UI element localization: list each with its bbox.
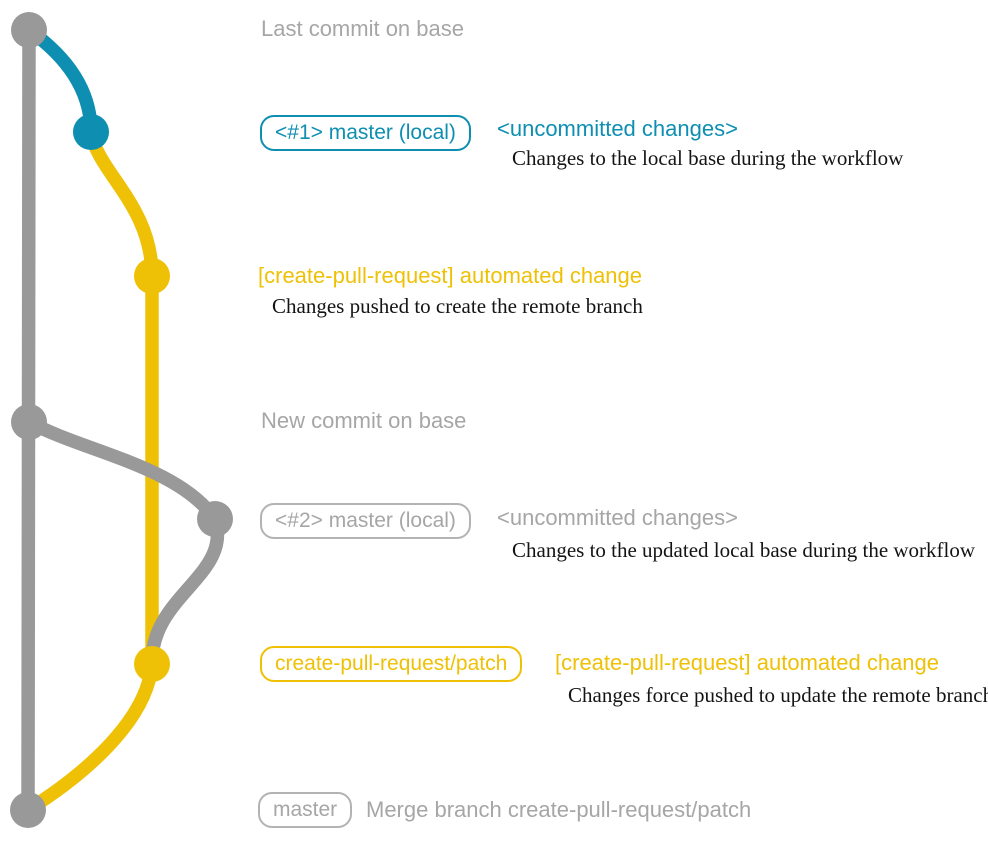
cpr2-row: create-pull-request/patch: [260, 646, 523, 682]
cpr1-note: [create-pull-request] automated change: [258, 263, 643, 288]
master2-branch-badge: <#2> master (local): [260, 503, 471, 539]
patch-branch-curve-top: [84, 125, 159, 283]
master1-branch-badge: <#1> master (local): [260, 115, 471, 151]
cpr1-caption: Changes pushed to create the remote bran…: [272, 294, 643, 318]
commit-dot-uncommitted-changes-1: [73, 114, 109, 150]
master2-row: <#2> master (local): [260, 503, 471, 539]
master1-row: <#1> master (local): [260, 115, 471, 151]
commit-dot-uncommitted-changes-2: [197, 501, 233, 537]
master1-note: <uncommitted changes>: [497, 116, 738, 141]
commit-dot-automated-change-1: [134, 258, 170, 294]
new-commit-heading: New commit on base: [261, 408, 467, 433]
rebase-curve-out: [22, 415, 222, 526]
rebase-curve-in: [145, 512, 225, 671]
master2-note: <uncommitted changes>: [497, 505, 738, 530]
merge-note: Merge branch create-pull-request/patch: [366, 797, 752, 822]
master1-caption: Changes to the local base during the wor…: [512, 146, 904, 170]
cpr2-note: [create-pull-request] automated change: [555, 650, 940, 675]
cpr2-caption: Changes force pushed to update the remot…: [568, 683, 988, 707]
master-branch-badge: master: [258, 792, 353, 828]
merge-row: master: [258, 792, 353, 828]
merge-curve: [21, 657, 159, 817]
patch-branch-badge: create-pull-request/patch: [260, 646, 523, 682]
master2-caption: Changes to the updated local base during…: [512, 538, 976, 562]
commit-dot-merge-commit: [10, 792, 46, 828]
last-commit-heading: Last commit on base: [261, 16, 464, 41]
commit-dot-new-commit-on-base: [11, 404, 47, 440]
commit-dot-automated-change-2: [134, 646, 170, 682]
commit-dot-last-commit-on-base: [11, 12, 47, 48]
commit-graph: [10, 12, 233, 828]
